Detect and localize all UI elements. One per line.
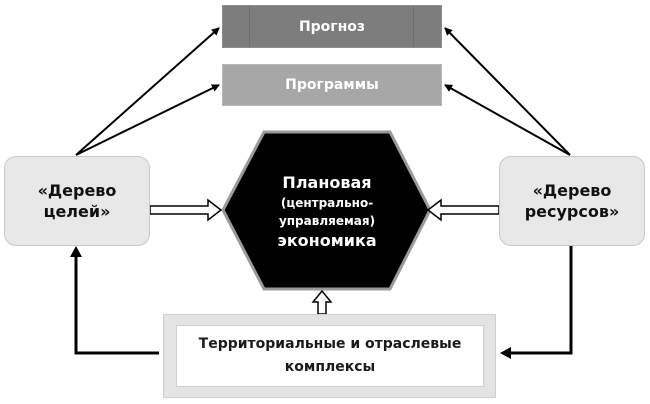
center-line3: управляемая) bbox=[278, 214, 376, 228]
center-line1: Плановая bbox=[282, 173, 372, 192]
forecast-label: Прогноз bbox=[298, 18, 366, 35]
goal-tree-line1: «Дерево bbox=[37, 181, 117, 200]
arrow-goals-to-forecast bbox=[75, 27, 220, 156]
complexes-line1: Территориальные и отраслевые bbox=[198, 336, 462, 352]
complexes-inner: Территориальные и отраслевые комплексы bbox=[176, 325, 484, 387]
goal-tree-box: «Дерево целей» bbox=[4, 156, 150, 246]
center-line4: экономика bbox=[277, 231, 377, 250]
goal-tree-line2: целей» bbox=[43, 202, 111, 221]
hollow-arrow-bottom-to-center bbox=[311, 289, 333, 315]
complexes-line2: комплексы bbox=[284, 359, 376, 375]
arrow-resources-to-programs bbox=[444, 84, 571, 156]
center-hexagon bbox=[221, 130, 432, 291]
arrowhead-goals bbox=[70, 246, 82, 257]
resource-tree-line2: ресурсов» bbox=[524, 202, 620, 221]
elbow-arrow-resources-to-bottom bbox=[510, 246, 573, 355]
resource-tree-line1: «Дерево bbox=[532, 181, 612, 200]
arrow-resources-to-forecast bbox=[444, 27, 571, 156]
complexes-box: Территориальные и отраслевые комплексы bbox=[163, 314, 496, 398]
programs-label: Программы bbox=[285, 77, 379, 93]
arrowhead-bottom bbox=[500, 347, 511, 359]
forecast-divider-left bbox=[249, 6, 250, 47]
elbow-arrow-bottom-to-goals bbox=[74, 256, 159, 355]
arrow-goals-to-programs bbox=[75, 84, 220, 156]
center-text: Плановая (централь­но- управляемая) экон… bbox=[245, 160, 409, 264]
programs-box: Программы bbox=[222, 64, 442, 106]
resource-tree-box: «Дерево ресурсов» bbox=[499, 156, 645, 246]
center-line2: (централь­но- bbox=[280, 196, 374, 210]
forecast-divider-right bbox=[413, 6, 414, 47]
forecast-box: Прогноз bbox=[222, 5, 442, 48]
hollow-arrow-goals-to-center bbox=[149, 198, 223, 222]
hollow-arrow-resources-to-center bbox=[426, 198, 500, 222]
